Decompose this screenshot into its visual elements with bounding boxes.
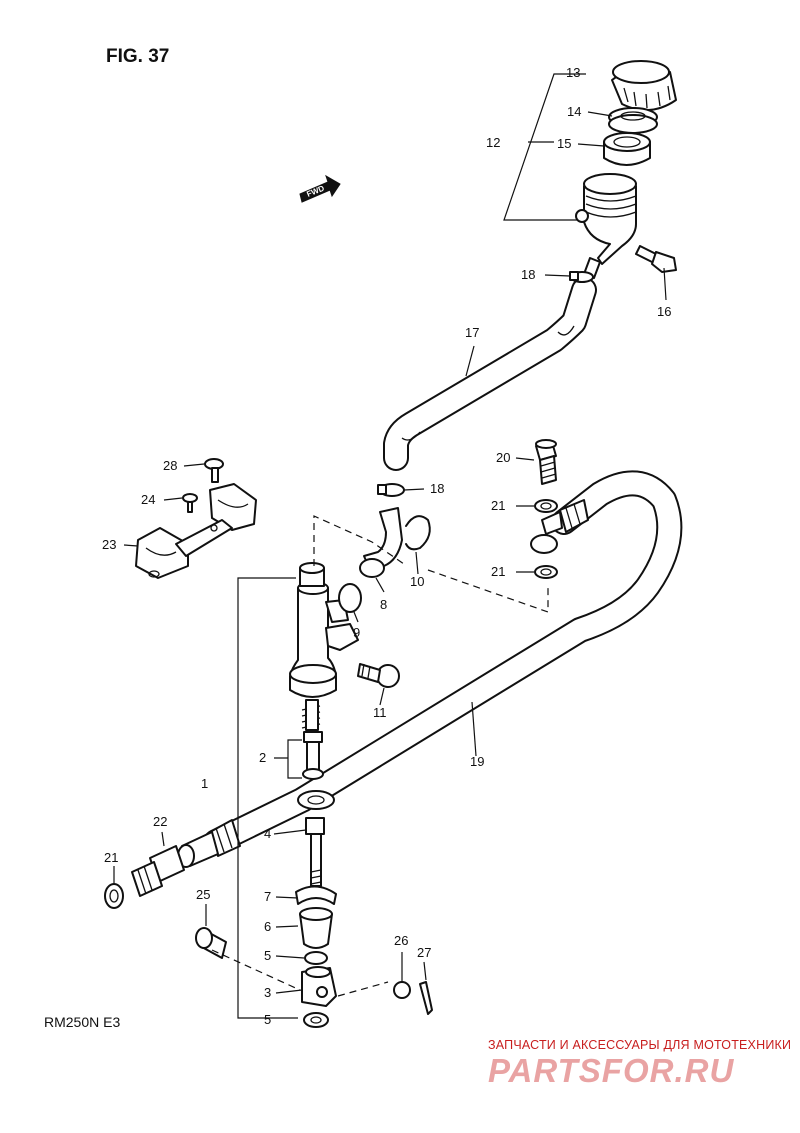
union-bolt xyxy=(535,439,557,485)
callout-1: 1 xyxy=(201,776,209,791)
callout-2: 2 xyxy=(259,750,267,765)
push-rod-clevis xyxy=(301,966,337,1007)
callout-5-upper: 5 xyxy=(264,948,272,963)
piston xyxy=(302,731,324,780)
callout-6: 6 xyxy=(264,919,272,934)
reservoir-plate xyxy=(608,107,658,134)
callout-24: 24 xyxy=(141,492,156,507)
master-cylinder-body xyxy=(289,562,359,698)
piston-washer xyxy=(297,790,335,810)
callout-21-middle: 21 xyxy=(491,564,506,579)
callout-14: 14 xyxy=(567,104,582,119)
callout-7: 7 xyxy=(264,889,272,904)
callout-17: 17 xyxy=(465,325,480,340)
callout-10: 10 xyxy=(410,574,425,589)
o-ring xyxy=(338,583,362,613)
banjo-fitting xyxy=(530,534,558,554)
callout-16: 16 xyxy=(657,304,672,319)
watermark-tagline: ЗАПЧАСТИ И АКСЕССУАРЫ ДЛЯ МОТОТЕХНИКИ xyxy=(488,1038,792,1052)
callout-18-lower: 18 xyxy=(430,481,445,496)
leader-lines xyxy=(113,73,667,1019)
hose-clamp-upper xyxy=(569,271,594,283)
callout-25: 25 xyxy=(196,887,211,902)
callout-8: 8 xyxy=(380,597,388,612)
callout-21-lower: 21 xyxy=(104,850,119,865)
model-code: RM250N E3 xyxy=(44,1014,121,1030)
dust-boot xyxy=(299,907,333,949)
reservoir-diaphragm xyxy=(603,132,651,166)
callout-21-upper: 21 xyxy=(491,498,506,513)
cotter-pin xyxy=(419,981,433,1015)
sealing-washer-left xyxy=(104,883,124,909)
plain-washer xyxy=(393,981,411,999)
callout-28: 28 xyxy=(163,458,178,473)
hose-union-fitting xyxy=(131,845,185,897)
reservoir-tank xyxy=(575,173,637,279)
reservoir-hose xyxy=(383,277,597,471)
brake-hose xyxy=(177,470,683,868)
figure-title: FIG. 37 xyxy=(106,46,170,67)
callout-15: 15 xyxy=(557,136,572,151)
sealing-washer-upper xyxy=(534,499,558,513)
piston-spring xyxy=(301,699,321,731)
callout-3: 3 xyxy=(264,985,272,1000)
callout-4: 4 xyxy=(264,826,272,841)
callout-5-lower: 5 xyxy=(264,1012,272,1027)
callout-13: 13 xyxy=(566,65,581,80)
callout-27: 27 xyxy=(417,945,432,960)
callout-9: 9 xyxy=(353,625,361,640)
bracket-screw-small xyxy=(182,493,198,513)
push-rod xyxy=(305,817,325,887)
callout-23: 23 xyxy=(102,537,117,552)
hose-clamp-lower xyxy=(377,483,405,497)
callout-12: 12 xyxy=(486,135,501,150)
joint-pin xyxy=(195,927,227,959)
mounting-screw xyxy=(357,663,400,688)
reservoir-bolt xyxy=(635,245,677,273)
hose-connector-elbow xyxy=(359,507,403,578)
callout-26: 26 xyxy=(394,933,409,948)
callout-11: 11 xyxy=(373,705,387,720)
callout-20: 20 xyxy=(496,450,511,465)
rod-circlip xyxy=(295,885,337,905)
lock-nut-lower xyxy=(303,1012,329,1028)
circlip xyxy=(405,515,431,551)
callout-18-upper: 18 xyxy=(521,267,536,282)
callout-22: 22 xyxy=(153,814,168,829)
watermark-logo: PARTSFOR.RU xyxy=(488,1052,735,1089)
callout-19: 19 xyxy=(470,754,485,769)
sealing-washer-lower xyxy=(534,565,558,579)
reservoir-cap xyxy=(611,60,677,111)
reservoir-bracket xyxy=(135,483,257,579)
bracket-screw xyxy=(204,458,224,483)
lock-nut-upper xyxy=(304,951,328,965)
fwd-arrow-icon: FWD xyxy=(299,174,341,203)
